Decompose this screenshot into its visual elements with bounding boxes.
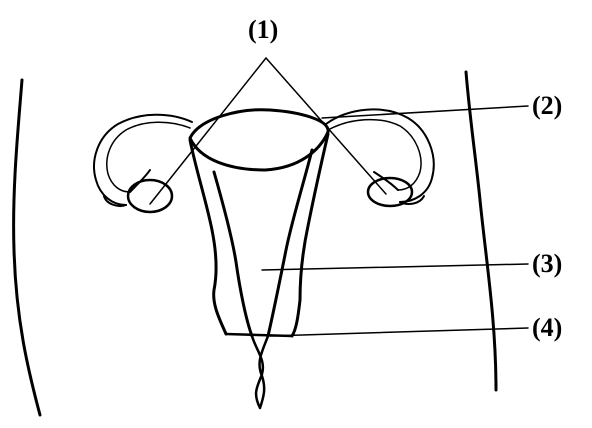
uterus-left-wall (188, 138, 228, 336)
leader-line-3 (261, 263, 529, 271)
right-ovary (366, 176, 414, 208)
left-ovary (126, 178, 174, 214)
leader-line-1-left (149, 57, 267, 205)
label-3: (3) (532, 249, 562, 278)
right-fallopian-tube-outer (325, 108, 435, 203)
label-1: (1) (248, 15, 278, 44)
label-2: (2) (532, 91, 562, 120)
leader-line-4 (269, 327, 529, 337)
uterus-fundus (188, 108, 330, 172)
uterus-inner-left (212, 170, 254, 338)
leader-line-1-right (265, 57, 387, 195)
vaginal-canal (250, 334, 270, 410)
left-fallopian-tube-outer (93, 113, 193, 206)
body-outline-right (464, 70, 498, 392)
right-fallopian-tube-inner (327, 118, 422, 191)
label-4: (4) (532, 313, 562, 342)
uterus-inner-right (266, 148, 314, 338)
body-outline-left (12, 78, 42, 417)
uterus-right-wall (290, 132, 330, 338)
leader-line-2 (321, 105, 529, 119)
left-fallopian-tube-inner (106, 121, 191, 193)
